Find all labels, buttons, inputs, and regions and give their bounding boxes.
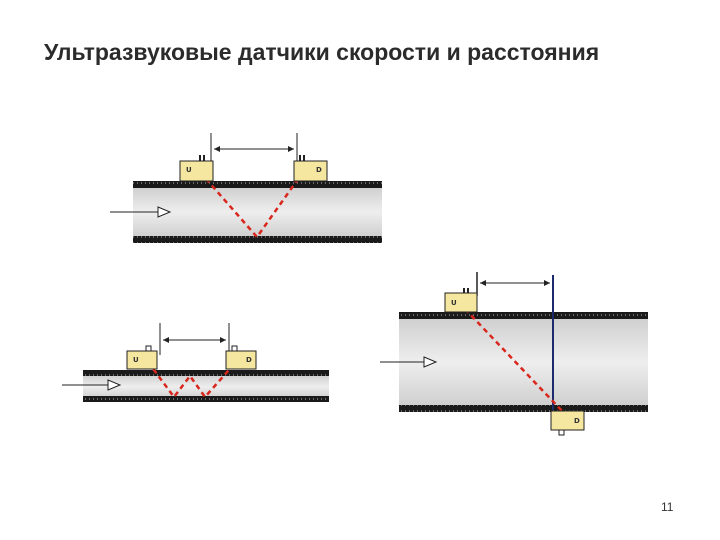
diagram-z-path: U D (380, 272, 648, 436)
sensor-d-3: D (550, 410, 585, 436)
sensor-u-label: U (133, 356, 139, 364)
beam-path-1 (199, 171, 305, 240)
flow-arrow-1 (110, 206, 172, 218)
beam-path-3 (464, 308, 565, 414)
sensor-u-label: U (186, 166, 192, 174)
diagram-v-path: U D (110, 133, 382, 243)
diagram-w-path: U D (62, 323, 329, 402)
flow-arrow-2 (62, 379, 122, 391)
distance-marker-2 (159, 323, 230, 355)
sensor-d-label: D (574, 417, 580, 425)
page-number: 11 (661, 500, 674, 514)
pipe-2 (83, 370, 329, 402)
sensor-u-1: U (179, 155, 214, 182)
sensor-d-label: D (316, 166, 322, 174)
sensor-d-label: D (246, 356, 252, 364)
sensor-u-2: U (126, 345, 158, 370)
pipe-3 (399, 312, 648, 412)
sensor-d-2: D (225, 345, 257, 370)
slide-title: Ультразвуковые датчики скорости и рассто… (44, 39, 600, 65)
flow-arrow-3 (380, 356, 438, 368)
distance-marker-3 (476, 272, 550, 296)
sensor-u-label: U (451, 299, 457, 307)
distance-marker-1 (210, 133, 298, 163)
beam-path-2 (146, 361, 237, 400)
sensor-u-3: U (444, 288, 478, 313)
pipe-1 (133, 181, 382, 243)
sensor-d-1: D (293, 155, 328, 182)
